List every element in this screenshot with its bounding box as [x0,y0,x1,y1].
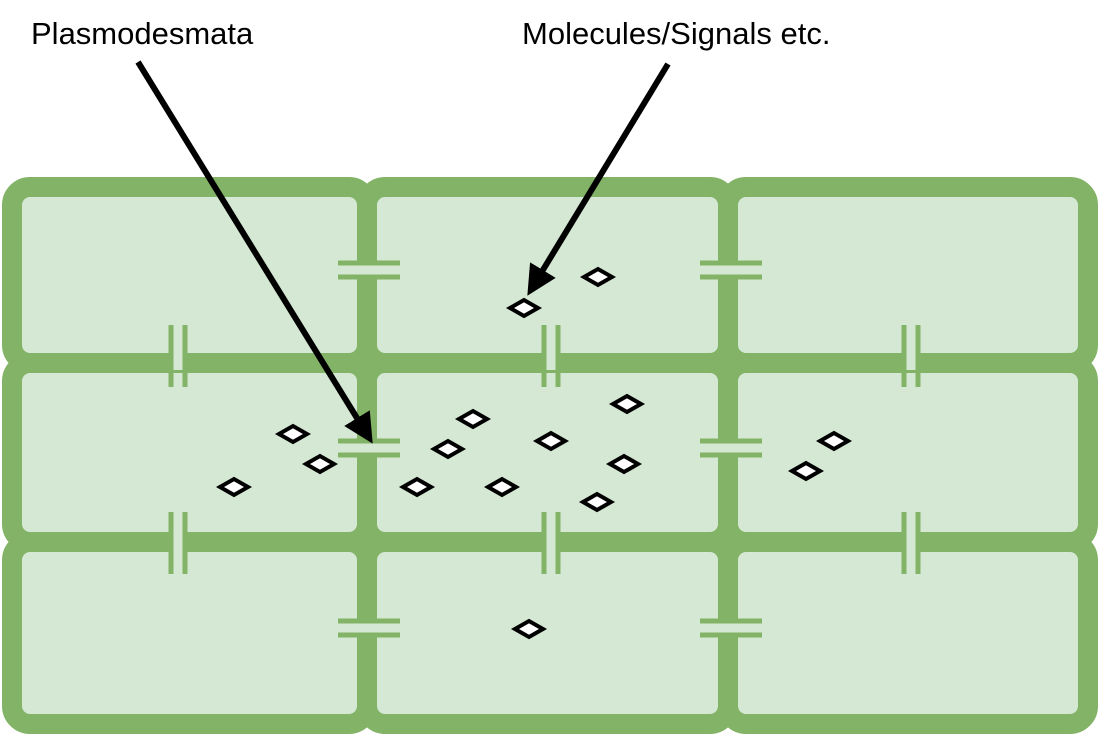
cell-grid [2,177,1098,734]
molecule-diamond-icon [605,453,643,475]
molecules-pointer-arrow [527,62,671,296]
molecule-diamond-icon [787,460,825,482]
plant-cell-r3-c3 [718,532,1098,734]
molecule-diamond-icon [483,476,521,498]
molecule-diamond-icon [215,476,253,498]
molecules-group [215,266,853,640]
molecules-signals-label: Molecules/Signals etc. [522,16,831,51]
molecule-diamond-icon [301,453,339,475]
molecule-diamond-icon [510,618,548,640]
molecule-diamond-icon [579,266,617,288]
plant-cell-r2-c1 [2,353,377,552]
plant-cell-r1-c1 [2,177,377,373]
plasmodesmata-label: Plasmodesmata [31,16,254,51]
pointer-arrows [135,60,671,444]
plasmodesmata-pointer-arrow [135,60,373,444]
molecule-diamond-icon [815,430,853,452]
molecule-diamond-icon [454,408,492,430]
molecule-diamond-icon [429,438,467,460]
plant-cell-r1-c2 [357,177,738,373]
plant-cell-r3-c1 [2,532,377,734]
plant-cell-r2-c3 [718,353,1098,552]
molecule-diamond-icon [505,297,543,319]
molecule-diamond-icon [398,476,436,498]
plant-cell-r3-c2 [357,532,738,734]
plant-cell-r1-c3 [718,177,1098,373]
molecule-diamond-icon [608,393,646,415]
plasmodesmata-channels [168,260,921,638]
molecule-diamond-icon [532,430,570,452]
molecule-diamond-icon [578,491,616,513]
molecule-diamond-icon [274,423,312,445]
plant-cell-r2-c2 [357,353,738,552]
